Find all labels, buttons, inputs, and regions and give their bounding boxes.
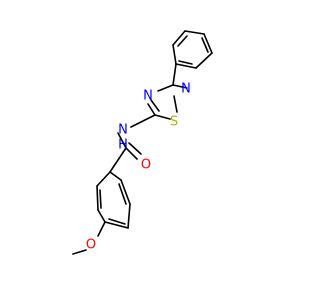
bond [125, 147, 138, 160]
molecule-structure-canvas: N N S N H O O [72, 30, 213, 255]
bond [97, 221, 106, 237]
bond [195, 52, 213, 69]
bond [172, 44, 177, 65]
bond [117, 132, 127, 149]
bond [172, 30, 186, 46]
bond [175, 63, 197, 69]
hydrogen-atom-label: H [118, 138, 128, 153]
bond [118, 183, 127, 205]
bond [150, 99, 160, 112]
oxygen-atom-label: O [141, 158, 151, 173]
thiadiazole-ring [147, 63, 188, 120]
methoxy-group [72, 221, 106, 255]
bond [72, 249, 87, 255]
bond [109, 171, 122, 181]
nitrogen-atom-label: N [143, 89, 153, 104]
bond [97, 209, 106, 223]
bond [184, 30, 205, 35]
bond [157, 84, 174, 92]
nitrogen-atom-label: N [118, 123, 128, 138]
bond [127, 203, 131, 229]
bond [99, 189, 102, 209]
bond [201, 37, 209, 53]
bond [147, 103, 156, 116]
bond [172, 63, 177, 86]
bond [109, 147, 127, 173]
bond [104, 221, 129, 229]
bond [177, 35, 188, 47]
bond [120, 179, 131, 205]
bond [96, 171, 111, 187]
bond [173, 95, 178, 113]
phenyl-ring [172, 30, 213, 69]
bond [128, 142, 142, 155]
methoxyphenyl-ring [96, 171, 131, 229]
bond [154, 114, 171, 120]
bond [203, 33, 213, 54]
sulfur-atom-label: S [170, 115, 178, 130]
bond [96, 185, 99, 211]
bond [130, 114, 156, 128]
oxygen-atom-label: O [86, 238, 96, 253]
molecule-diagram: N N S N H O O [72, 30, 213, 255]
bond [178, 60, 193, 65]
nitrogen-atom-label: N [181, 82, 191, 97]
bond [108, 218, 126, 225]
bond [172, 84, 188, 89]
amide-linker [109, 114, 156, 173]
